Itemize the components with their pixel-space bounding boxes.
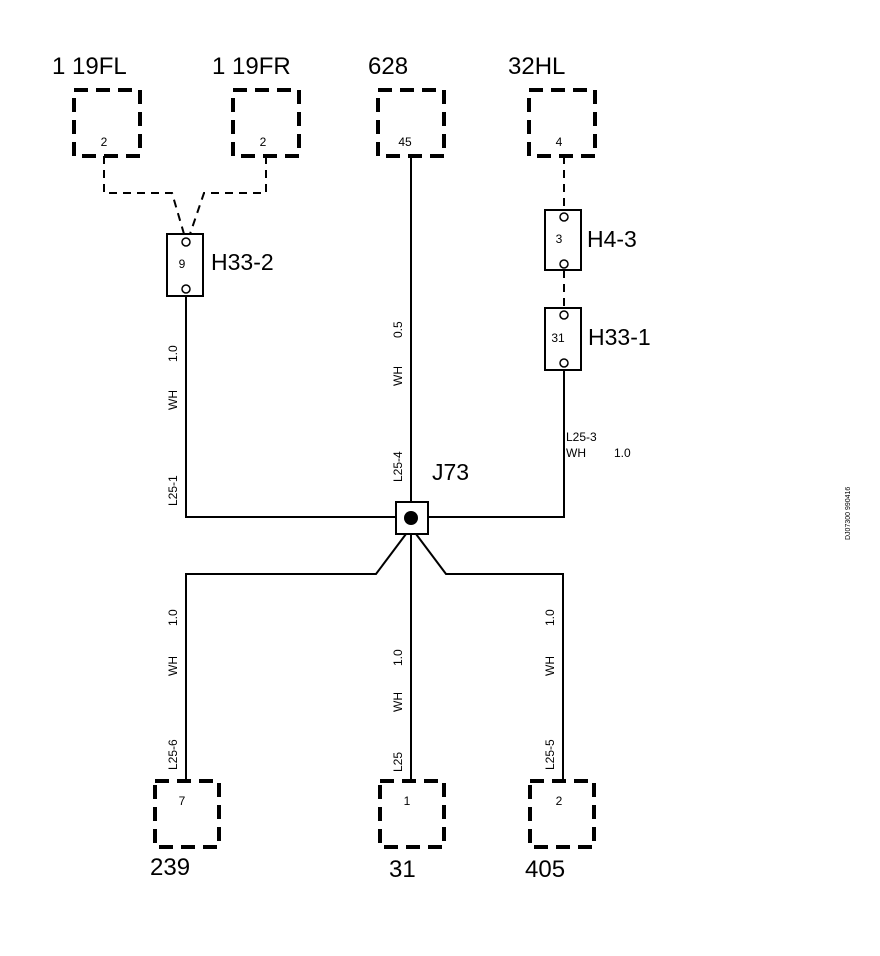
connector-628[interactable]: 45 628 xyxy=(368,53,446,158)
wire-center-top-size: 0.5 xyxy=(391,321,405,338)
inline-connector-h4-3-pin: 3 xyxy=(556,232,563,246)
inline-connector-h33-1-pin: 31 xyxy=(551,331,565,345)
connector-119fl-label: 1 19FL xyxy=(52,53,127,80)
connector-119fr-label: 1 19FR xyxy=(212,53,291,80)
wire-left-bottom-id: L25-6 xyxy=(166,739,180,770)
connector-405[interactable]: 2 405 xyxy=(525,779,596,883)
connector-628-label: 628 xyxy=(368,53,408,80)
connector-119fl-pin: 2 xyxy=(101,135,108,149)
splice-j73-label: J73 xyxy=(432,459,469,485)
connector-119fr-pin: 2 xyxy=(260,135,267,149)
wire-right-bottom-id: L25-5 xyxy=(543,739,557,770)
connector-119fl[interactable]: 2 1 19FL xyxy=(52,53,142,158)
connector-239[interactable]: 7 239 xyxy=(150,779,221,881)
diagram-code: DJ07300 990416 xyxy=(845,487,852,540)
connector-31[interactable]: 1 31 xyxy=(378,779,446,883)
wire-left-top-size: 1.0 xyxy=(166,345,180,362)
wire-center-top-id: L25-4 xyxy=(391,451,405,482)
connector-405-label: 405 xyxy=(525,856,565,883)
inline-connector-h4-3-label: H4-3 xyxy=(587,226,637,252)
wire-right-top-color: WH xyxy=(566,446,586,460)
connector-31-label: 31 xyxy=(389,856,416,883)
connector-239-label: 239 xyxy=(150,854,190,881)
connector-31-pin: 1 xyxy=(404,794,411,808)
wire-center-bottom-size: 1.0 xyxy=(391,649,405,666)
splice-j73[interactable]: J73 xyxy=(395,459,469,535)
inline-connector-h33-2-pin: 9 xyxy=(179,257,186,271)
wire-left-top-id: L25-1 xyxy=(166,475,180,506)
wire-right-bottom-color: WH xyxy=(543,656,557,676)
wire-right-bottom-size: 1.0 xyxy=(543,609,557,626)
wire-right-top-id: L25-3 xyxy=(566,430,597,444)
connector-32hl-pin: 4 xyxy=(556,135,563,149)
inline-connector-h33-1-label: H33-1 xyxy=(588,324,651,350)
inline-connector-h33-2[interactable]: 9 H33-2 xyxy=(166,233,274,297)
connector-239-pin: 7 xyxy=(179,794,186,808)
inline-connector-h33-2-label: H33-2 xyxy=(211,249,274,275)
connector-32hl-label: 32HL xyxy=(508,53,565,80)
wire-right-top-size: 1.0 xyxy=(614,446,631,460)
inline-connector-h4-3[interactable]: 3 H4-3 xyxy=(544,209,637,271)
wire-center-top-color: WH xyxy=(391,366,405,386)
connector-628-pin: 45 xyxy=(398,135,412,149)
wire-center-bottom-id: L25 xyxy=(391,752,405,772)
connector-32hl[interactable]: 4 32HL xyxy=(508,53,597,158)
wire-left-bottom-color: WH xyxy=(166,656,180,676)
wire-left-top[interactable] xyxy=(185,296,399,518)
wire-right-bottom[interactable] xyxy=(415,533,564,780)
dashed-links-h33-2 xyxy=(103,156,267,235)
connector-405-pin: 2 xyxy=(556,794,563,808)
wire-left-bottom-size: 1.0 xyxy=(166,609,180,626)
connector-119fr[interactable]: 2 1 19FR xyxy=(212,53,301,158)
wire-left-top-color: WH xyxy=(166,390,180,410)
wire-center-bottom-color: WH xyxy=(391,692,405,712)
wire-left-bottom[interactable] xyxy=(185,533,407,780)
wire-right-top[interactable] xyxy=(428,370,565,518)
inline-connector-h33-1[interactable]: 31 H33-1 xyxy=(544,307,651,371)
